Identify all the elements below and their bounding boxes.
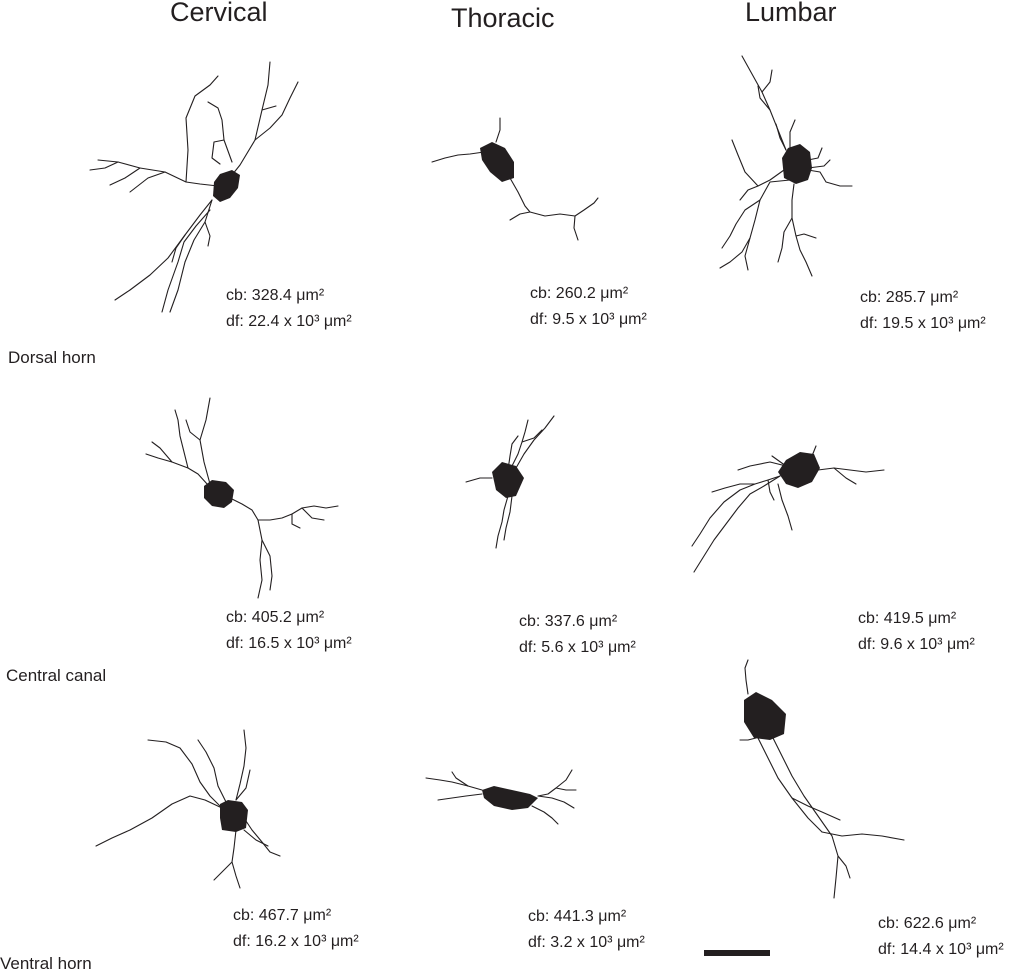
- measurement-ventral-lumbar: cb: 622.6 μm² df: 14.4 x 10³ μm²: [878, 911, 1004, 963]
- neuron-ventral-lumbar: [739, 659, 905, 899]
- cell-body-area: cb: 405.2 μm²: [226, 609, 325, 626]
- neuron-ventral-cervical: [95, 729, 281, 889]
- neuron-dorsal-cervical: [89, 61, 299, 313]
- cell-body-area: cb: 622.6 μm²: [878, 915, 977, 932]
- measurement-dorsal-thoracic: cb: 260.2 μm² df: 9.5 x 10³ μm²: [530, 281, 647, 333]
- neuron-dorsal-thoracic: [431, 117, 599, 241]
- dendritic-field-area: df: 22.4 x 10³ μm²: [226, 313, 352, 330]
- cell-body-area: cb: 419.5 μm²: [858, 610, 957, 627]
- cell-body-area: cb: 337.6 μm²: [519, 613, 618, 630]
- neuron-canal-cervical: [145, 397, 339, 599]
- dendritic-field-area: df: 16.5 x 10³ μm²: [226, 635, 352, 652]
- row-label-central-canal: Central canal: [6, 666, 107, 685]
- cell-body-area: cb: 260.2 μm²: [530, 285, 629, 302]
- row-label-dorsal-horn: Dorsal horn: [8, 348, 96, 367]
- cell-body-area: cb: 467.7 μm²: [233, 907, 332, 924]
- measurement-ventral-cervical: cb: 467.7 μm² df: 16.2 x 10³ μm²: [233, 903, 359, 955]
- cell-body-area: cb: 285.7 μm²: [860, 289, 959, 306]
- cell-body-area: cb: 328.4 μm²: [226, 287, 325, 304]
- neuron-canal-thoracic: [465, 415, 555, 549]
- neuron-canal-lumbar: [691, 445, 885, 573]
- scale-bar: [704, 950, 770, 956]
- measurement-ventral-thoracic: cb: 441.3 μm² df: 3.2 x 10³ μm²: [528, 904, 645, 956]
- column-title-cervical: Cervical: [170, 0, 268, 27]
- measurement-canal-lumbar: cb: 419.5 μm² df: 9.6 x 10³ μm²: [858, 606, 975, 658]
- dendritic-field-area: df: 19.5 x 10³ μm²: [860, 315, 986, 332]
- cell-body-area: cb: 441.3 μm²: [528, 908, 627, 925]
- neuron-dorsal-lumbar: [719, 55, 853, 277]
- dendritic-field-area: df: 16.2 x 10³ μm²: [233, 933, 359, 950]
- row-label-ventral-horn: Ventral horn: [0, 954, 92, 973]
- measurement-dorsal-cervical: cb: 328.4 μm² df: 22.4 x 10³ μm²: [226, 283, 352, 335]
- column-title-lumbar: Lumbar: [745, 0, 837, 27]
- neuron-ventral-thoracic: [425, 769, 577, 825]
- column-title-thoracic: Thoracic: [451, 3, 555, 33]
- measurement-canal-thoracic: cb: 337.6 μm² df: 5.6 x 10³ μm²: [519, 609, 636, 661]
- dendritic-field-area: df: 3.2 x 10³ μm²: [528, 934, 645, 951]
- dendritic-field-area: df: 9.6 x 10³ μm²: [858, 636, 975, 653]
- measurement-canal-cervical: cb: 405.2 μm² df: 16.5 x 10³ μm²: [226, 605, 352, 657]
- measurement-dorsal-lumbar: cb: 285.7 μm² df: 19.5 x 10³ μm²: [860, 285, 986, 337]
- dendritic-field-area: df: 9.5 x 10³ μm²: [530, 311, 647, 328]
- dendritic-field-area: df: 14.4 x 10³ μm²: [878, 941, 1004, 958]
- dendritic-field-area: df: 5.6 x 10³ μm²: [519, 639, 636, 656]
